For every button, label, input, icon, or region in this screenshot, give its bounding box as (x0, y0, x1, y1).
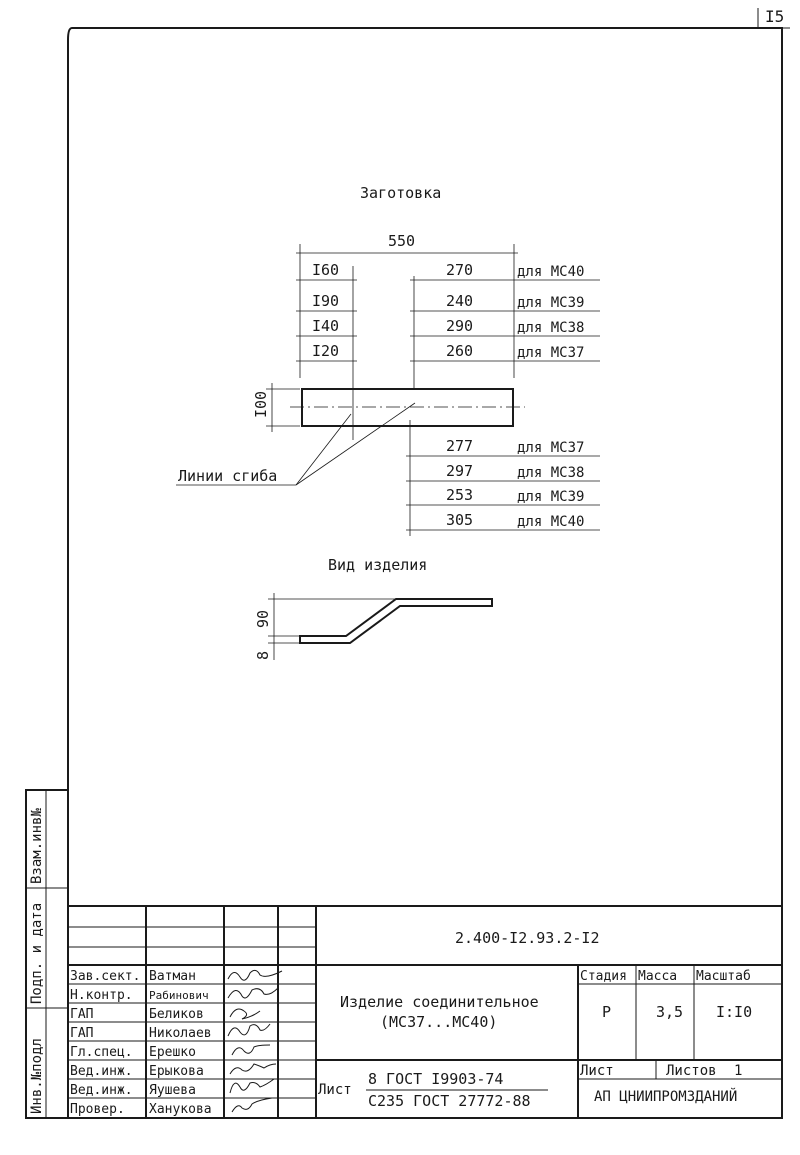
name-3: Николаев (149, 1026, 212, 1041)
sheet-label: Лист (580, 1063, 614, 1079)
dim-left-0: I60 (312, 261, 339, 279)
material-top: 8 ГОСТ I9903-74 (368, 1070, 503, 1088)
upper-left-dims: I60 I90 I40 I20 (296, 261, 357, 362)
scale-value: I:I0 (716, 1003, 752, 1021)
product-view-title: Вид изделия (328, 556, 427, 574)
dim-left-2: I40 (312, 317, 339, 335)
dim-right-value-0: 270 (446, 261, 473, 279)
side-inv-no: Инв.№подл (29, 1038, 45, 1114)
dim-lower-value-1: 297 (446, 462, 473, 480)
dim-right-label-2: для МС38 (517, 320, 584, 336)
mass-value: 3,5 (656, 1003, 683, 1021)
dim-8: 8 (254, 651, 272, 660)
sheet-number: I5 (765, 7, 784, 26)
dim-left-3: I20 (312, 342, 339, 360)
dim-lower-label-0: для МС37 (517, 440, 584, 456)
role-7: Провер. (70, 1102, 125, 1117)
blank-title: Заготовка (360, 184, 441, 202)
item-name-line-1: Изделие соединительное (340, 993, 539, 1011)
dim-lower-value-0: 277 (446, 437, 473, 455)
role-4: Гл.спец. (70, 1045, 133, 1060)
dim-lower-label-3: для МС40 (517, 514, 584, 530)
blank-outline (301, 388, 514, 427)
material-prefix: Лист (318, 1082, 352, 1098)
role-5: Вед.инж. (70, 1064, 133, 1079)
sheets-count: 1 (734, 1063, 742, 1079)
role-3: ГАП (70, 1026, 93, 1041)
sheets-label: Листов (666, 1063, 717, 1079)
bend-lines-label: Линии сгиба (178, 467, 277, 485)
dim-right-value-3: 260 (446, 342, 473, 360)
side-sign-date: Подп. и дата (29, 903, 45, 1004)
dim-90: 90 (254, 610, 272, 628)
dim-lower-value-3: 305 (446, 511, 473, 529)
stage-header: Стадия (580, 969, 627, 984)
sheet-frame (67, 27, 783, 1119)
dim-right-label-3: для МС37 (517, 345, 584, 361)
side-stamp: Инв.№подл Подп. и дата Взам.инв№ (25, 789, 69, 1119)
name-1: Рабинович (149, 989, 209, 1002)
name-6: Яушева (149, 1083, 196, 1098)
dim-right-value-2: 290 (446, 317, 473, 335)
role-1: Н.контр. (70, 988, 133, 1003)
dim-overall-length: 550 (388, 232, 415, 250)
name-5: Ерыкова (149, 1064, 204, 1079)
upper-right-dims: 270 для МС40 240 для МС39 290 для МС38 2… (410, 261, 600, 362)
dim-right-label-1: для МС39 (517, 295, 584, 311)
bend-leader-1 (295, 413, 352, 486)
lower-right-dims: 277 для МС37 297 для МС38 253 для МС39 3… (406, 437, 600, 531)
role-6: Вед.инж. (70, 1083, 133, 1098)
stage-value: Р (602, 1003, 611, 1021)
doc-code: 2.400-I2.93.2-I2 (455, 929, 600, 947)
role-2: ГАП (70, 1007, 93, 1022)
dim-left-1: I90 (312, 292, 339, 310)
name-7: Ханукова (149, 1102, 212, 1117)
organization: АП ЦНИИПРОМЗДАНИЙ (594, 1087, 737, 1105)
name-4: Ерешко (149, 1045, 196, 1060)
mass-header: Масса (638, 969, 677, 984)
dim-lower-label-1: для МС38 (517, 465, 584, 481)
role-0: Зав.сект. (70, 969, 140, 984)
side-replace-inv: Взам.инв№ (29, 808, 45, 884)
name-0: Ватман (149, 969, 196, 984)
item-name-line-2: (МС37...МС40) (380, 1013, 497, 1031)
dim-right-label-0: для МС40 (517, 264, 584, 280)
bend-leader-2 (295, 402, 416, 486)
signature-roles: Зав.сект. Ватман Н.контр. Рабинович ГАП … (70, 969, 212, 1117)
dim-lower-value-2: 253 (446, 486, 473, 504)
scale-header: Масштаб (696, 969, 751, 984)
material-bottom: С235 ГОСТ 27772-88 (368, 1092, 531, 1110)
title-block (68, 905, 782, 1118)
product-profile (299, 598, 493, 644)
dim-height: I00 (252, 391, 270, 418)
handwritten-signatures (227, 969, 283, 1113)
dim-lower-label-2: для МС39 (517, 489, 584, 505)
name-2: Беликов (149, 1007, 204, 1022)
dim-right-value-1: 240 (446, 292, 473, 310)
